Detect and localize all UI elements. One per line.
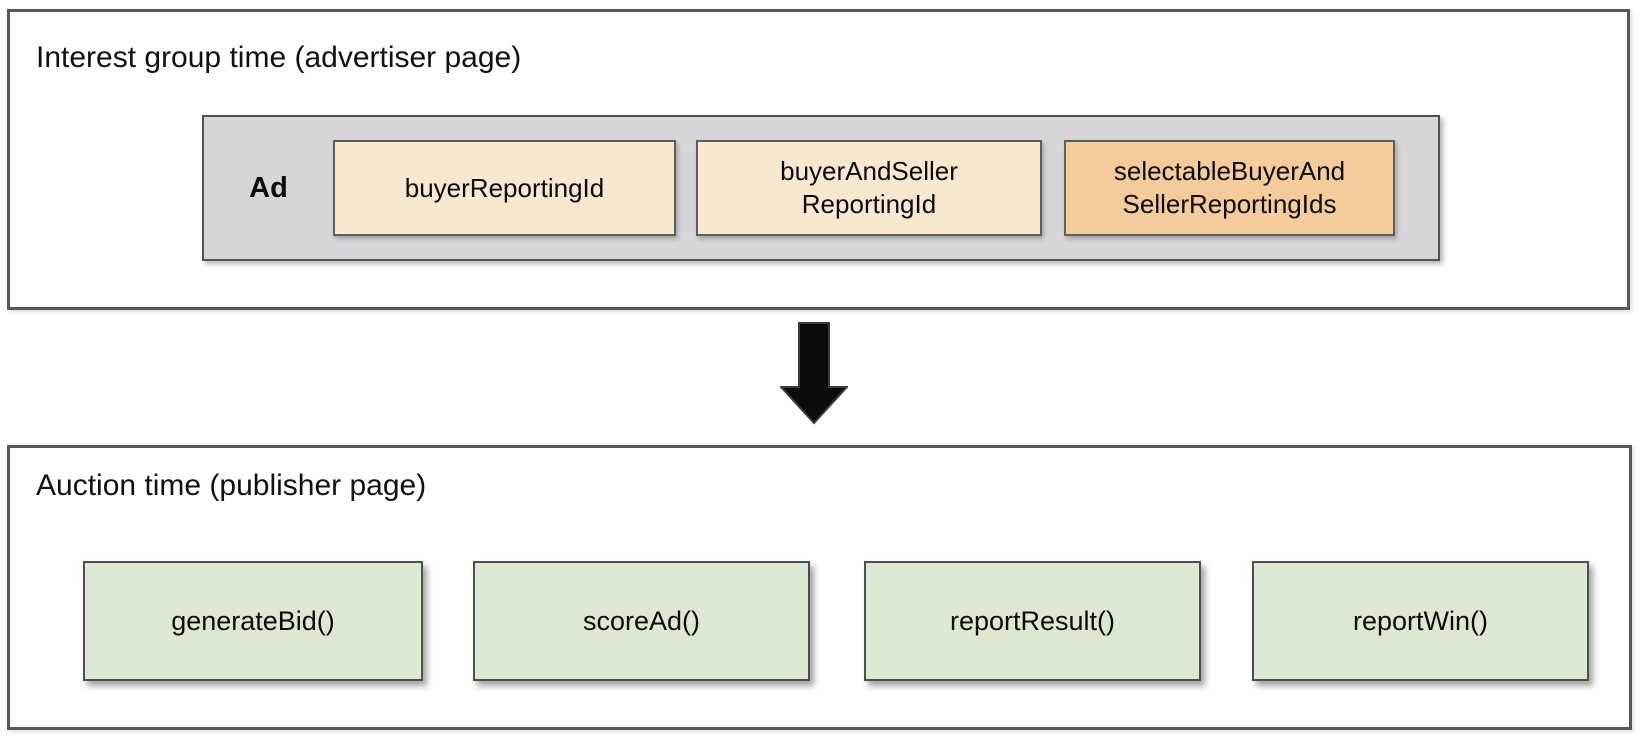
auction-title: Auction time (publisher page)	[36, 469, 427, 502]
box-buyer-reporting-id: buyerReportingId	[333, 140, 676, 236]
box-selectable-buyer-and-seller-reporting-ids: selectableBuyerAnd SellerReportingIds	[1064, 140, 1395, 236]
box-generate-bid: generateBid()	[83, 561, 423, 681]
interest-group-title: Interest group time (advertiser page)	[36, 41, 522, 74]
auction-panel: Auction time (publisher page) generateBi…	[7, 445, 1632, 730]
ad-label: Ad	[249, 171, 288, 204]
interest-group-panel: Interest group time (advertiser page) Ad…	[7, 9, 1630, 310]
ad-container: Ad buyerReportingId buyerAndSeller Repor…	[202, 115, 1440, 261]
box-buyer-and-seller-reporting-id: buyerAndSeller ReportingId	[696, 140, 1042, 236]
box-report-win: reportWin()	[1252, 561, 1589, 681]
down-arrow-icon	[780, 322, 848, 425]
box-report-result: reportResult()	[864, 561, 1201, 681]
box-score-ad: scoreAd()	[473, 561, 810, 681]
